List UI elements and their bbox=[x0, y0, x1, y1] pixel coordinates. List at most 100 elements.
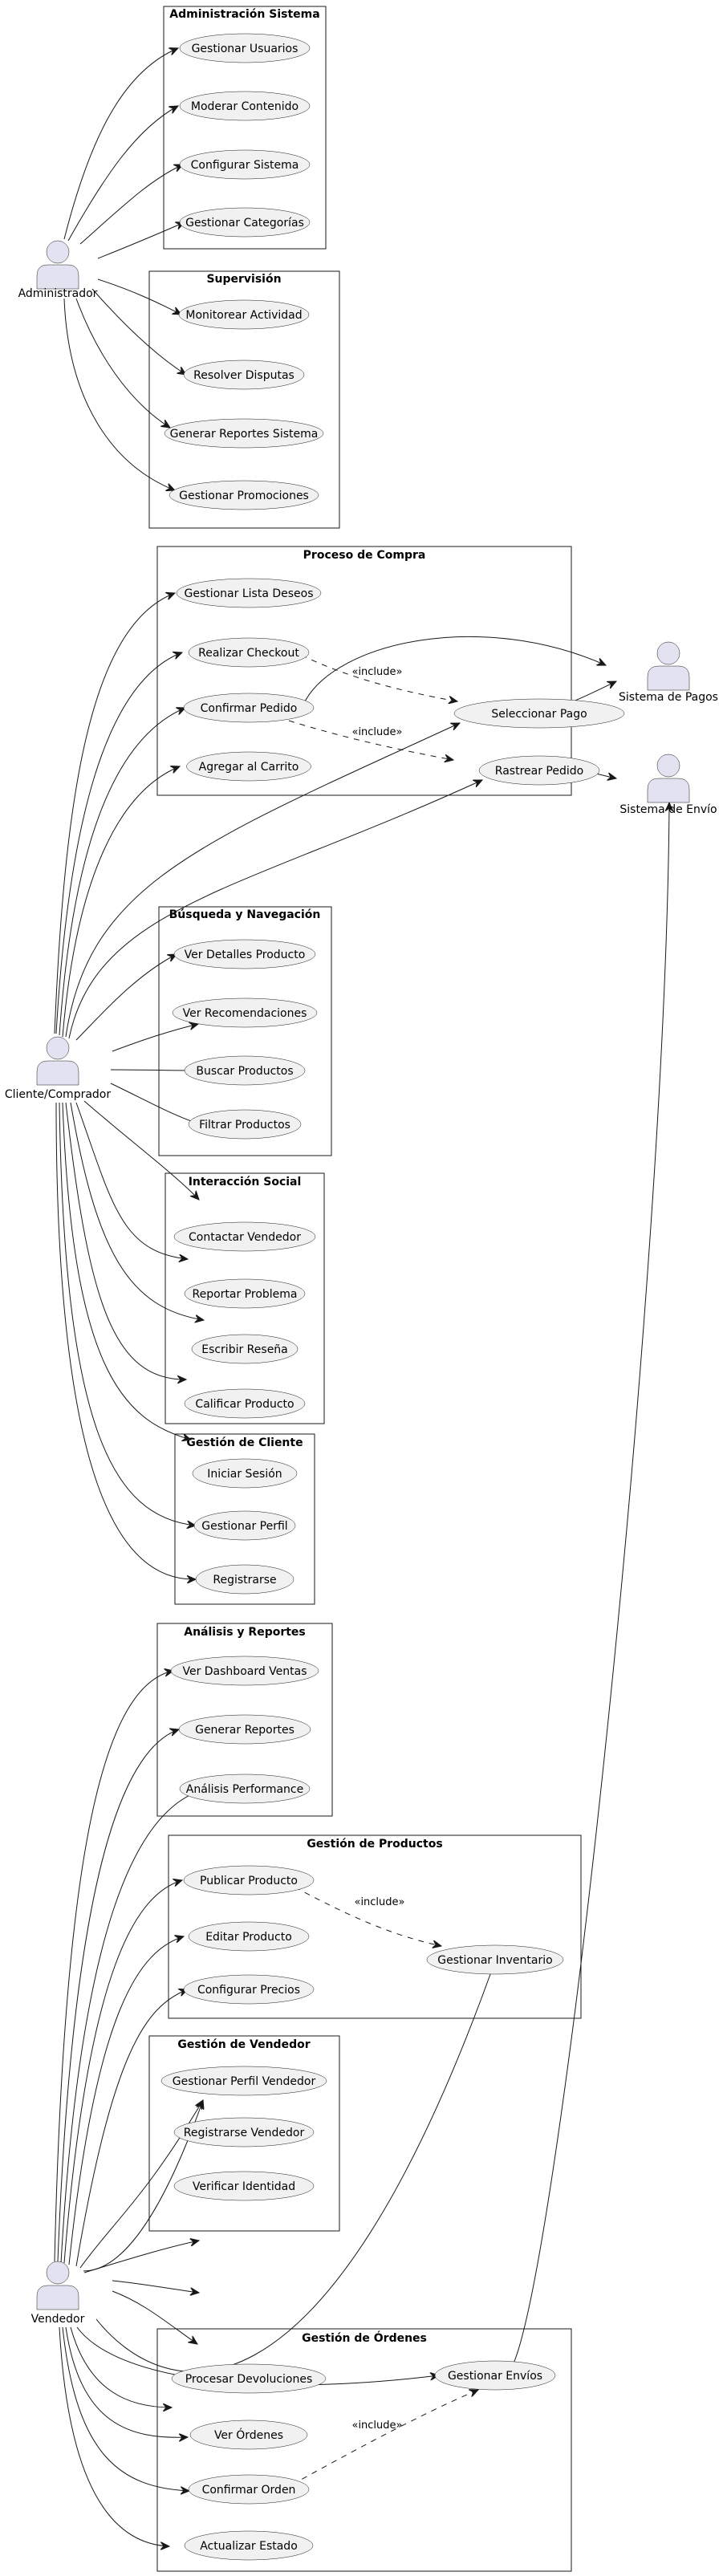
associations-cliente bbox=[54, 593, 482, 1579]
use-case-label: Monitorear Actividad bbox=[185, 309, 302, 322]
use-case-contactar-vendedor: Contactar Vendedor bbox=[173, 1221, 316, 1252]
include-label: «include» bbox=[351, 2420, 402, 2432]
actor-label: Cliente/Comprador bbox=[5, 1088, 112, 1101]
actor-label: Administrador bbox=[18, 287, 98, 300]
use-case-resolver-disputas: Resolver Disputas bbox=[183, 360, 305, 390]
use-case-label: Verificar Identidad bbox=[193, 2180, 295, 2193]
use-case-ellipse bbox=[172, 997, 318, 1028]
use-case-ellipse bbox=[179, 91, 311, 121]
use-case-actualizar-estado: Actualizar Estado bbox=[184, 2530, 314, 2561]
use-case-generar-reportes: Generar Reportes bbox=[178, 1714, 311, 1745]
use-case-buscar-productos: Buscar Productos bbox=[184, 1055, 306, 1086]
use-case-label: Ver Recomendaciones bbox=[183, 1007, 307, 1020]
use-case-ver-dashboard-ventas: Ver Dashboard Ventas bbox=[170, 1656, 319, 1686]
use-case-ellipse bbox=[188, 637, 310, 668]
use-case-agregar-al-carrito: Agregar al Carrito bbox=[186, 751, 311, 782]
use-case-ellipse bbox=[176, 578, 322, 608]
include-dependencies: «include» «include» «include» «include» bbox=[284, 649, 478, 2485]
use-case-label: Generar Reportes bbox=[195, 1724, 294, 1737]
package-title: Análisis y Reportes bbox=[184, 1626, 306, 1639]
package-title: Proceso de Compra bbox=[303, 549, 426, 562]
use-case-ellipse bbox=[171, 2363, 327, 2394]
use-case-ellipse bbox=[179, 149, 311, 180]
package-title: Gestión de Productos bbox=[307, 1838, 442, 1851]
use-case-label: Gestionar Usuarios bbox=[192, 43, 299, 55]
use-case-escribir-resena: Escribir Reseña bbox=[191, 1334, 299, 1364]
use-case-label: Contactar Vendedor bbox=[189, 1231, 301, 1244]
use-case-confirmar-orden: Confirmar Orden bbox=[188, 2474, 310, 2505]
use-case-generar-reportes-sistema: Generar Reportes Sistema bbox=[164, 418, 324, 449]
actor-envio: Sistema de Envío bbox=[619, 754, 717, 816]
use-case-label: Iniciar Sesión bbox=[207, 1468, 282, 1481]
use-case-analisis-performance: Análisis Performance bbox=[179, 1774, 311, 1804]
use-case-ellipse bbox=[179, 207, 311, 238]
actor-icon bbox=[647, 641, 690, 691]
actor-icon bbox=[36, 2261, 79, 2310]
use-case-label: Gestionar Promociones bbox=[179, 490, 309, 502]
use-case-ellipse bbox=[173, 1221, 316, 1252]
use-case-ellipse bbox=[434, 2360, 556, 2391]
use-case-ellipse bbox=[186, 751, 311, 782]
use-case-gestionar-categorias: Gestionar Categorías bbox=[179, 207, 311, 238]
use-case-ellipse bbox=[184, 2530, 314, 2561]
use-case-ellipse bbox=[192, 1458, 298, 1489]
include-label: «include» bbox=[354, 1896, 404, 1908]
package-title: Supervisión bbox=[206, 273, 281, 286]
actor-label: Vendedor bbox=[31, 2313, 85, 2326]
use-case-label: Ver Detalles Producto bbox=[185, 949, 306, 961]
use-case-ellipse bbox=[191, 1334, 299, 1364]
use-case-ellipse bbox=[195, 1564, 294, 1595]
use-case-gestionar-inventario: Gestionar Inventario bbox=[426, 1944, 564, 1975]
use-case-ellipse bbox=[184, 1388, 306, 1419]
use-case-ellipse bbox=[178, 1714, 311, 1745]
use-case-ver-recomendaciones: Ver Recomendaciones bbox=[172, 997, 318, 1028]
use-case-monitorear-actividad: Monitorear Actividad bbox=[178, 299, 310, 330]
actor-icon bbox=[647, 754, 690, 803]
use-case-label: Publicar Producto bbox=[200, 1875, 298, 1887]
use-case-confirmar-pedido: Confirmar Pedido bbox=[183, 693, 315, 723]
use-case-rastrear-pedido: Rastrear Pedido bbox=[478, 755, 600, 786]
use-case-realizar-checkout: Realizar Checkout bbox=[188, 637, 310, 668]
use-case-configurar-precios: Configurar Precios bbox=[183, 1974, 315, 2005]
use-case-label: Configurar Sistema bbox=[191, 159, 299, 172]
actor-vendedor: Vendedor bbox=[31, 2261, 85, 2326]
use-case-label: Gestionar Lista Deseos bbox=[184, 587, 313, 600]
use-case-ver-detalles-producto: Ver Detalles Producto bbox=[173, 939, 316, 969]
use-case-gestionar-lista-deseos: Gestionar Lista Deseos bbox=[176, 578, 322, 608]
use-case-ellipse bbox=[184, 1278, 306, 1309]
use-case-gestionar-perfil: Gestionar Perfil bbox=[193, 1510, 296, 1541]
use-case-label: Escribir Reseña bbox=[201, 1343, 288, 1356]
use-case-ellipse bbox=[188, 1921, 310, 1952]
use-case-label: Ver Órdenes bbox=[214, 2428, 283, 2442]
use-case-ellipse bbox=[164, 418, 324, 449]
use-case-ellipse bbox=[160, 2066, 327, 2096]
include-label: «include» bbox=[351, 726, 402, 738]
use-case-procesar-devoluciones: Procesar Devoluciones bbox=[171, 2363, 327, 2394]
use-case-registrarse: Registrarse bbox=[195, 1564, 294, 1595]
use-case-label: Gestionar Inventario bbox=[437, 1954, 552, 1967]
package-title: Gestión de Órdenes bbox=[302, 2330, 427, 2345]
use-case-label: Reportar Problema bbox=[192, 1288, 297, 1301]
actor-label: Sistema de Pagos bbox=[619, 691, 718, 704]
actor-label: Sistema de Envío bbox=[619, 803, 717, 816]
use-case-ellipse bbox=[173, 939, 316, 969]
use-case-editar-producto: Editar Producto bbox=[188, 1921, 310, 1952]
use-case-ellipse bbox=[173, 2171, 315, 2201]
use-case-label: Gestionar Envíos bbox=[448, 2370, 542, 2383]
use-case-verificar-identidad: Verificar Identidad bbox=[173, 2171, 315, 2201]
use-case-gestionar-promociones: Gestionar Promociones bbox=[169, 480, 319, 510]
use-case-calificar-producto: Calificar Producto bbox=[184, 1388, 306, 1419]
use-case-registrarse-vendedor: Registrarse Vendedor bbox=[173, 2117, 315, 2147]
use-case-ellipse bbox=[189, 2420, 308, 2450]
use-case-label: Resolver Disputas bbox=[193, 369, 294, 382]
use-case-ellipse bbox=[183, 1974, 315, 2005]
include-label: «include» bbox=[351, 666, 402, 678]
use-case-label: Confirmar Orden bbox=[202, 2484, 296, 2497]
actor-icon bbox=[36, 1036, 79, 1086]
use-case-ellipse bbox=[453, 698, 625, 729]
use-case-label: Gestionar Perfil Vendedor bbox=[173, 2075, 316, 2088]
package-title: Búsqueda y Navegación bbox=[169, 908, 321, 921]
use-case-gestionar-usuarios: Gestionar Usuarios bbox=[179, 33, 311, 63]
